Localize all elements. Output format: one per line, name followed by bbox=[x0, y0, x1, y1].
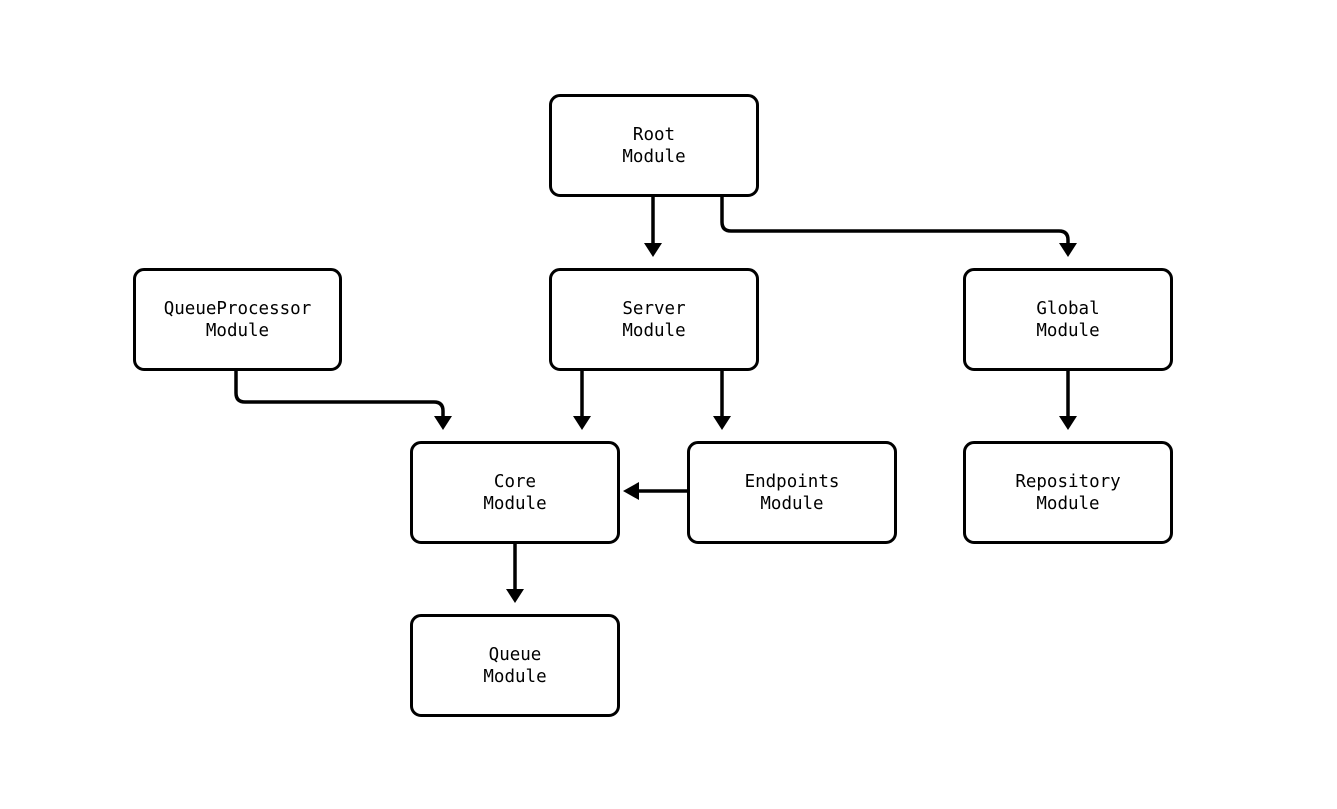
node-root-module-label: Root Module bbox=[622, 124, 686, 167]
node-queue-module-label: Queue Module bbox=[483, 644, 547, 687]
edge-endpoints-to-core bbox=[623, 482, 687, 500]
node-server-module[interactable]: Server Module bbox=[549, 268, 759, 371]
edge-server-to-endpoints bbox=[713, 371, 731, 430]
node-endpoints-module[interactable]: Endpoints Module bbox=[687, 441, 897, 544]
edge-core-to-queue bbox=[506, 544, 524, 603]
node-repository-module[interactable]: Repository Module bbox=[963, 441, 1173, 544]
node-core-module-label: Core Module bbox=[483, 471, 547, 514]
node-root-module[interactable]: Root Module bbox=[549, 94, 759, 197]
edge-root-to-global bbox=[720, 197, 1077, 257]
node-repository-module-label: Repository Module bbox=[1015, 471, 1121, 514]
node-server-module-label: Server Module bbox=[622, 298, 686, 341]
node-core-module[interactable]: Core Module bbox=[410, 441, 620, 544]
edge-root-to-server bbox=[644, 197, 662, 257]
node-endpoints-module-label: Endpoints Module bbox=[744, 471, 840, 514]
edge-global-to-repository bbox=[1059, 371, 1077, 430]
node-global-module[interactable]: Global Module bbox=[963, 268, 1173, 371]
node-queue-module[interactable]: Queue Module bbox=[410, 614, 620, 717]
node-queueprocessor-module-label: QueueProcessor Module bbox=[163, 298, 312, 341]
edge-server-to-core bbox=[573, 371, 591, 430]
node-global-module-label: Global Module bbox=[1036, 298, 1100, 341]
edge-queueprocessor-to-core bbox=[234, 371, 452, 430]
node-queueprocessor-module[interactable]: QueueProcessor Module bbox=[133, 268, 342, 371]
